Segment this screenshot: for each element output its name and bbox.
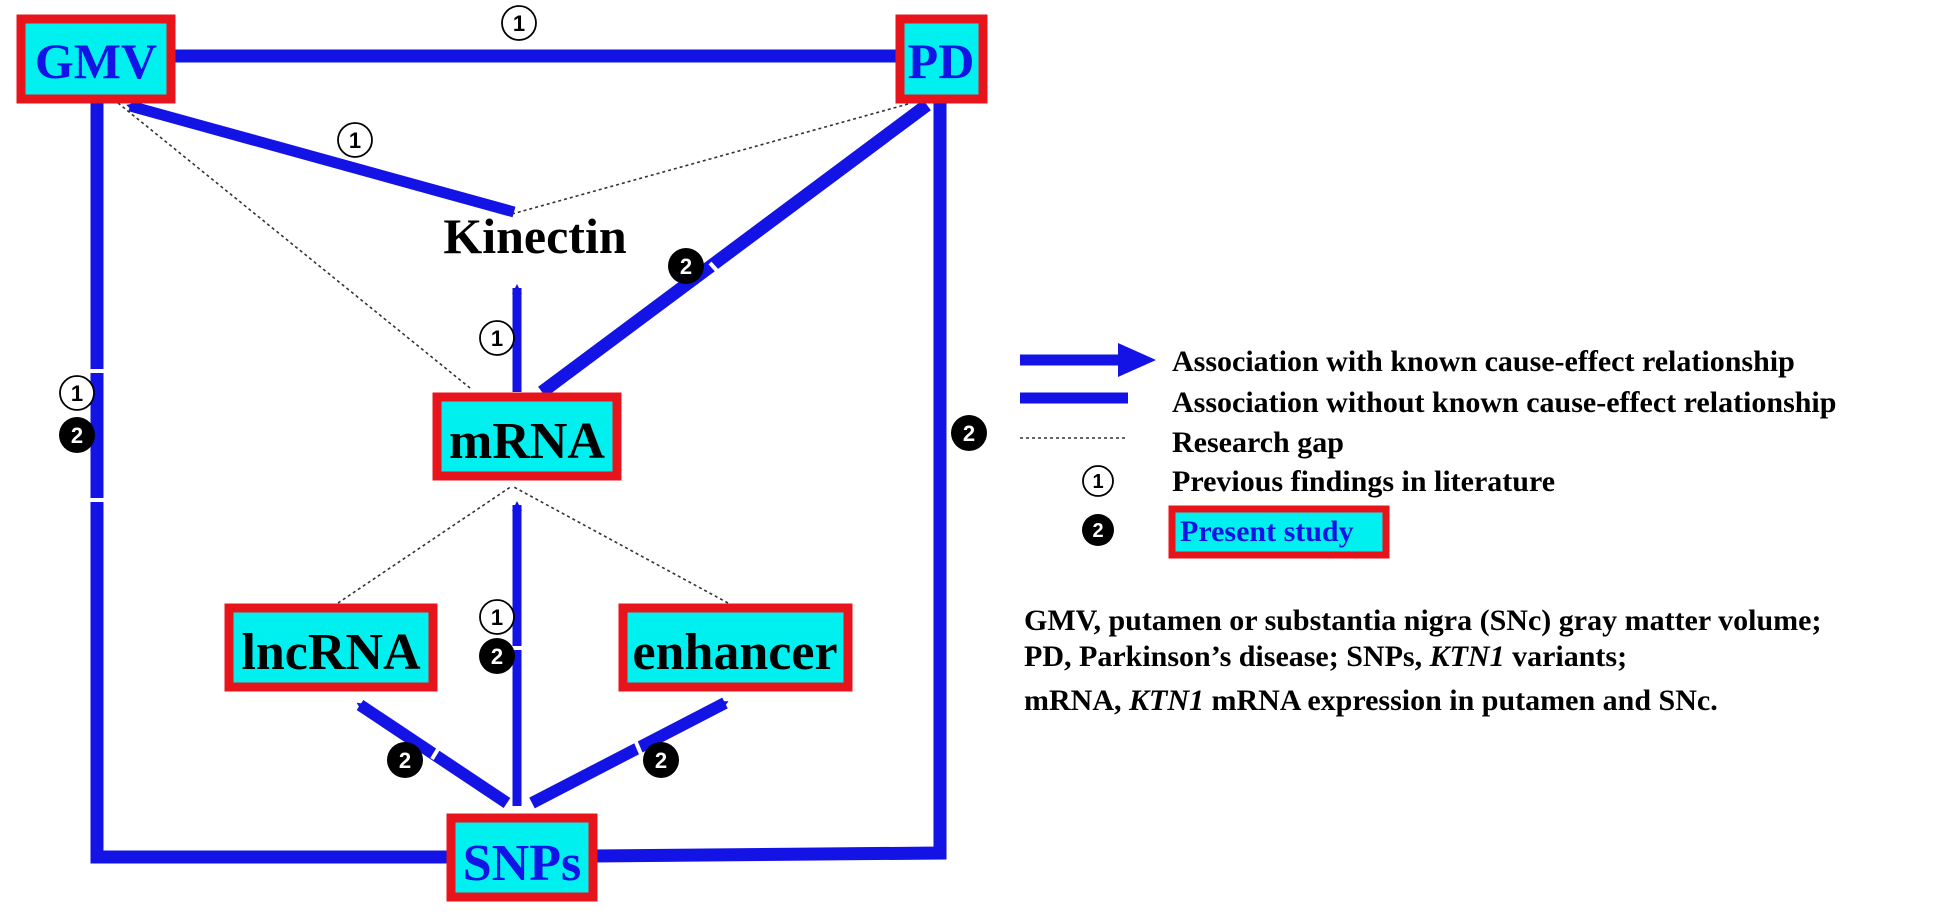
marker-number: 1 bbox=[491, 326, 503, 351]
marker-circle bbox=[951, 415, 987, 451]
legend-previous-text: Previous findings in literature bbox=[1172, 465, 1555, 498]
marker-number: 1 bbox=[491, 605, 503, 630]
node-mrna: mRNA bbox=[432, 392, 622, 481]
marker-circle bbox=[643, 742, 679, 778]
dotted-edges bbox=[117, 102, 909, 604]
legend-present-text: Present study bbox=[1180, 515, 1354, 548]
gap-line-enhancer-mrna bbox=[511, 485, 729, 604]
caption-line-2-a: PD, Parkinson’s disease; SNPs, bbox=[1024, 640, 1430, 673]
marker-number: 1 bbox=[349, 128, 361, 153]
marker-present-mrna-pd: 2 bbox=[668, 248, 704, 284]
markers-previous: 1 1 1 1 1 bbox=[59, 5, 537, 635]
marker-circle bbox=[501, 5, 537, 41]
arrow-edges bbox=[126, 100, 729, 809]
edge-snps-enhancer bbox=[529, 697, 729, 809]
caption-line-2-c: variants; bbox=[1505, 640, 1628, 673]
node-lncrna: lncRNA bbox=[224, 603, 438, 692]
caption-line-1: GMV, putamen or substantia nigra (SNc) g… bbox=[1024, 604, 1821, 637]
marker-present-snps-mrna: 2 bbox=[479, 638, 515, 674]
marker-circle bbox=[387, 742, 423, 778]
marker-present-snps-enhancer: 2 bbox=[643, 742, 679, 778]
node-kinectin-label: Kinectin bbox=[443, 208, 627, 264]
gap-snps-lncrna bbox=[430, 744, 442, 761]
caption-line-3-b: KTN1 bbox=[1128, 684, 1204, 717]
node-pd-box bbox=[895, 14, 988, 104]
marker-previous-gmv-snps: 1 bbox=[59, 375, 95, 411]
marker-present-gmv-snps: 2 bbox=[59, 417, 95, 453]
legend-row-previous: 1 Previous findings in literature bbox=[1082, 465, 1555, 498]
legend-previous-circle bbox=[1082, 465, 1114, 497]
marker-number: 2 bbox=[680, 254, 692, 279]
gap-snps-enhancer bbox=[633, 739, 643, 755]
node-lncrna-box bbox=[224, 603, 438, 692]
caption: GMV, putamen or substantia nigra (SNc) g… bbox=[1024, 604, 1821, 717]
marker-number: 2 bbox=[963, 421, 975, 446]
legend: Association with known cause-effect rela… bbox=[1020, 343, 1836, 559]
gap-line-lncrna-mrna bbox=[337, 485, 513, 604]
gap-mrna-pd bbox=[708, 261, 722, 276]
legend-row-present: 2 Present study bbox=[1082, 505, 1390, 559]
node-snps: SNPs bbox=[446, 813, 598, 902]
marker-circle bbox=[59, 375, 95, 411]
node-enhancer-box bbox=[618, 603, 853, 692]
legend-line-text: Association without known cause-effect r… bbox=[1172, 386, 1836, 419]
marker-present-snps-lncrna: 2 bbox=[387, 742, 423, 778]
node-gmv-box bbox=[16, 14, 176, 104]
legend-present-box bbox=[1168, 505, 1390, 559]
edge-kinectin-gmv bbox=[126, 100, 516, 218]
marker-present-pd-snps: 2 bbox=[951, 415, 987, 451]
marker-circle bbox=[479, 599, 515, 635]
edge-mrna-pd bbox=[538, 99, 931, 398]
solid-edges bbox=[90, 49, 947, 864]
caption-line-3-c: mRNA expression in putamen and SNc. bbox=[1204, 684, 1718, 717]
legend-arrow-text: Association with known cause-effect rela… bbox=[1172, 345, 1795, 378]
legend-present-circle bbox=[1082, 514, 1114, 546]
node-pd: PD bbox=[895, 14, 988, 104]
marker-number: 1 bbox=[71, 381, 83, 406]
caption-line-3: mRNA, KTN1 mRNA expression in putamen an… bbox=[1024, 684, 1718, 717]
markers-present: 2 2 2 2 2 2 bbox=[59, 248, 987, 778]
node-enhancer-label: enhancer bbox=[632, 624, 837, 681]
marker-number: 1 bbox=[513, 11, 525, 36]
marker-circle bbox=[668, 248, 704, 284]
marker-circle bbox=[479, 320, 515, 356]
legend-row-dotted: Research gap bbox=[1020, 426, 1344, 459]
caption-line-3-a: mRNA, bbox=[1024, 684, 1129, 717]
legend-row-arrow: Association with known cause-effect rela… bbox=[1020, 343, 1795, 378]
node-enhancer: enhancer bbox=[618, 603, 853, 692]
marker-previous-mrna-kinectin: 1 bbox=[479, 320, 515, 356]
marker-number: 2 bbox=[491, 644, 503, 669]
legend-present-number: 2 bbox=[1092, 520, 1103, 542]
edge-gmv-snps bbox=[90, 101, 450, 864]
edge-pd-snps bbox=[593, 101, 947, 863]
node-lncrna-label: lncRNA bbox=[241, 624, 421, 681]
marker-number: 2 bbox=[399, 748, 411, 773]
marker-number: 2 bbox=[71, 423, 83, 448]
marker-circle bbox=[479, 638, 515, 674]
caption-line-2: PD, Parkinson’s disease; SNPs, KTN1 vari… bbox=[1024, 640, 1627, 673]
node-mrna-label: mRNA bbox=[449, 413, 605, 470]
node-mrna-box bbox=[432, 392, 622, 481]
legend-arrowhead bbox=[1118, 343, 1156, 377]
node-kinectin: Kinectin bbox=[443, 208, 627, 264]
marker-circle bbox=[337, 122, 373, 158]
marker-previous-gmv-pd: 1 bbox=[501, 5, 537, 41]
node-snps-box bbox=[446, 813, 598, 902]
node-gmv: GMV bbox=[16, 14, 176, 104]
node-gmv-label: GMV bbox=[35, 33, 157, 89]
legend-row-line: Association without known cause-effect r… bbox=[1020, 386, 1836, 419]
caption-line-2-b: KTN1 bbox=[1429, 640, 1505, 673]
marker-number: 2 bbox=[655, 748, 667, 773]
marker-previous-kinectin-gmv: 1 bbox=[337, 122, 373, 158]
node-pd-label: PD bbox=[908, 33, 975, 89]
marker-previous-snps-mrna: 1 bbox=[479, 599, 515, 635]
gap-line-kinectin-pd bbox=[511, 103, 909, 215]
legend-dotted-text: Research gap bbox=[1172, 426, 1344, 459]
node-snps-label: SNPs bbox=[463, 835, 581, 892]
legend-previous-number: 1 bbox=[1092, 471, 1103, 493]
marker-circle bbox=[59, 417, 95, 453]
